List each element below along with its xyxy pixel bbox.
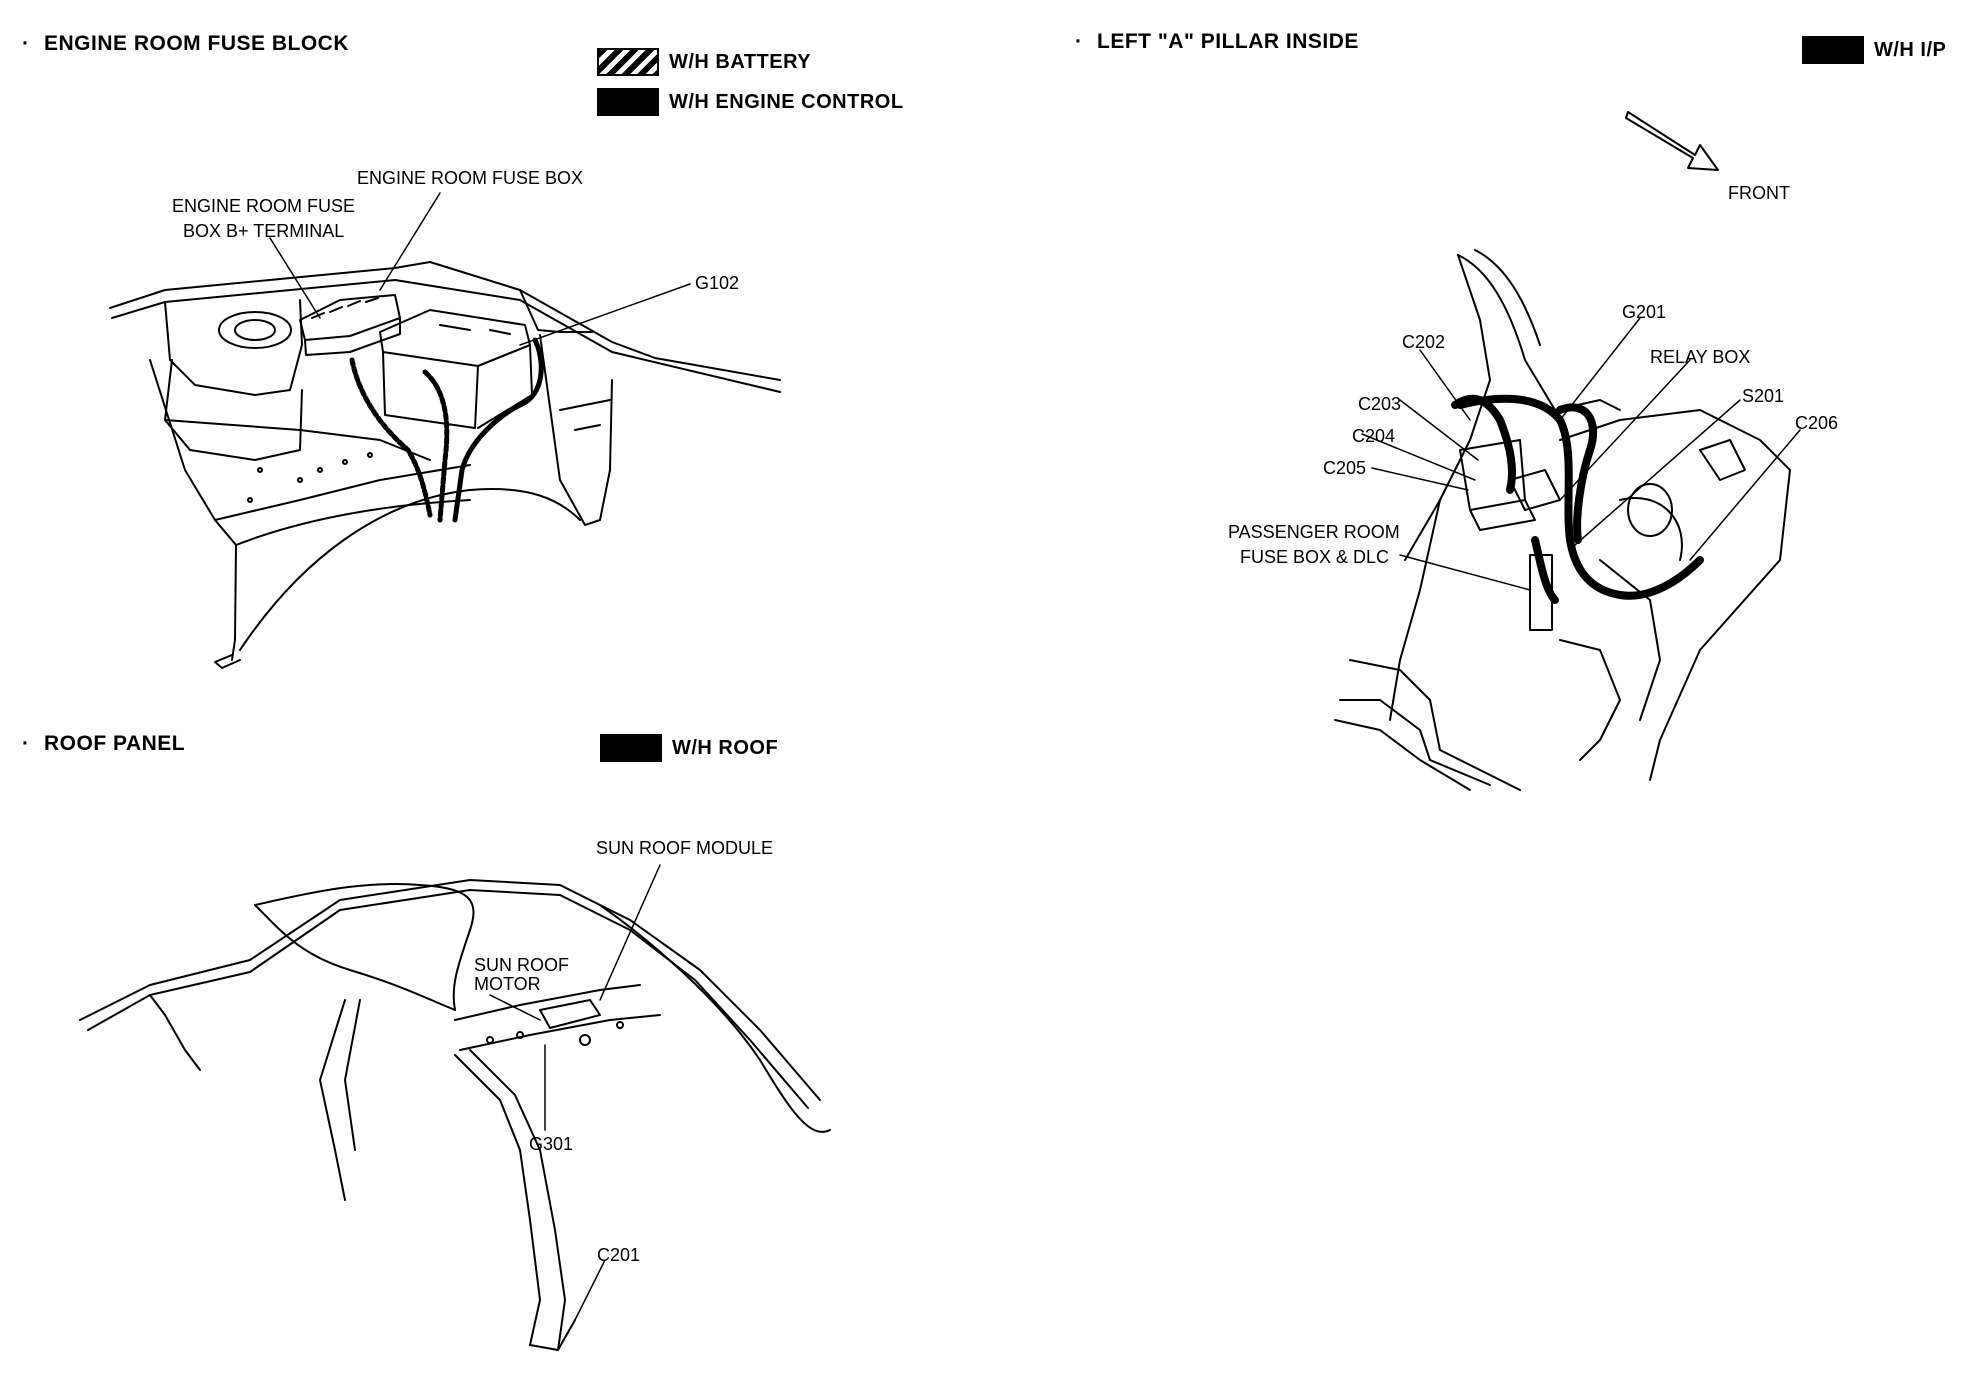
roof-swatch xyxy=(600,734,662,762)
label-passenger-line2: FUSE BOX & DLC xyxy=(1240,547,1390,567)
label-c202: C202 xyxy=(1402,332,1446,352)
label-sun-roof-motor-line2: MOTOR xyxy=(474,974,541,994)
label-c205: C205 xyxy=(1323,458,1367,478)
section-title-roof: ·ROOF PANEL xyxy=(22,732,186,755)
label-c206: C206 xyxy=(1795,413,1839,433)
label-relay-box: RELAY BOX xyxy=(1650,347,1751,367)
legend-wh-roof: W/H ROOF xyxy=(600,734,778,762)
legend-wh-ip: W/H I/P xyxy=(1802,36,1946,64)
label-sun-roof-motor-line1: SUN ROOF xyxy=(474,955,570,975)
label-passenger-line1: PASSENGER ROOM xyxy=(1228,522,1400,542)
legend-wh-battery: W/H BATTERY xyxy=(597,48,811,76)
label-c204: C204 xyxy=(1352,426,1396,446)
label-c203: C203 xyxy=(1358,394,1402,414)
roof-drawing xyxy=(79,879,831,1351)
section-title-engine: ·ENGINE ROOM FUSE BLOCK xyxy=(22,32,350,55)
label-engine-room-fuse-box: ENGINE ROOM FUSE BOX xyxy=(357,168,584,188)
ip-harness xyxy=(1451,394,1704,604)
ip-swatch xyxy=(1802,36,1864,64)
engine-room-drawing xyxy=(109,261,781,669)
engine-control-swatch xyxy=(597,88,659,116)
leader-lines xyxy=(269,192,1801,1321)
label-b-terminal-line1: ENGINE ROOM FUSE xyxy=(172,196,356,216)
label-front: FRONT xyxy=(1728,183,1790,203)
section-title-pillar: ·LEFT "A" PILLAR INSIDE xyxy=(1075,30,1359,53)
label-c201: C201 xyxy=(597,1245,641,1265)
label-sun-roof-module: SUN ROOF MODULE xyxy=(596,838,774,858)
battery-swatch xyxy=(597,48,659,76)
legend-wh-engine-control: W/H ENGINE CONTROL xyxy=(597,88,904,116)
label-b-terminal-line2: BOX B+ TERMINAL xyxy=(183,221,345,241)
label-s201: S201 xyxy=(1742,386,1785,406)
engine-harness xyxy=(349,337,544,523)
label-g201: G201 xyxy=(1622,302,1667,322)
pillar-drawing xyxy=(1334,111,1791,791)
label-g301: G301 xyxy=(529,1134,574,1154)
label-g102: G102 xyxy=(695,273,740,293)
